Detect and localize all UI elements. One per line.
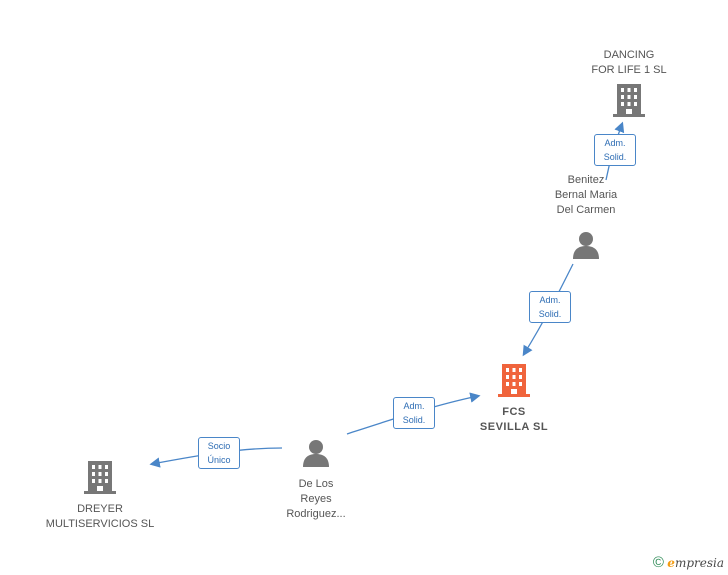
edge-label-benitez-dancing: Adm. Solid.	[594, 134, 636, 166]
edge-label-line2: Único	[207, 455, 231, 465]
edge-label-line1: Adm.	[539, 295, 561, 305]
edge-label-line1: Adm.	[604, 138, 626, 148]
building-icon	[613, 84, 645, 117]
empresia-watermark: © empresia	[653, 554, 724, 571]
company-name-line2: MULTISERVICIOS SL	[45, 518, 155, 530]
company-name-line1: DREYER	[77, 503, 123, 515]
person-name-line2: Bernal Maria	[554, 189, 618, 201]
node-fcs-sevilla[interactable]: FCS SEVILLA SL	[464, 362, 564, 435]
person-name-line1: De Los	[298, 478, 334, 490]
person-icon	[573, 232, 599, 259]
person-name-line3: Rodriguez...	[286, 508, 346, 520]
company-name-line1: FCS	[502, 406, 526, 418]
node-dancing-for-life[interactable]: DANCING FOR LIFE 1 SL	[569, 48, 689, 123]
company-name-line1: DANCING	[603, 49, 655, 61]
node-benitez-bernal[interactable]: Benitez Bernal Maria Del Carmen	[530, 173, 642, 265]
building-icon	[84, 461, 116, 494]
person-name-line3: Del Carmen	[556, 204, 616, 216]
edge-label-line2: Solid.	[603, 152, 627, 162]
person-icon	[303, 440, 329, 467]
node-dreyer[interactable]: DREYER MULTISERVICIOS SL	[40, 459, 160, 532]
edge-label-benitez-fcs: Adm. Solid.	[529, 291, 571, 323]
node-de-los-reyes[interactable]: De Los Reyes Rodriguez...	[266, 438, 366, 522]
person-name-line2: Reyes	[300, 493, 332, 505]
brand-logo-e: e	[667, 556, 675, 570]
building-icon	[498, 364, 530, 397]
person-name-line1: Benitez	[567, 174, 605, 186]
edge-label-line1: Adm.	[403, 401, 425, 411]
brand-logo-text: mpresia	[674, 556, 724, 570]
edge-label-line2: Solid.	[402, 415, 426, 425]
copyright-icon: ©	[652, 554, 664, 571]
edge-label-reyes-dreyer: Socio Único	[198, 437, 240, 469]
edge-label-line2: Solid.	[538, 309, 562, 319]
company-name-line2: SEVILLA SL	[479, 421, 549, 433]
edge-label-reyes-fcs: Adm. Solid.	[393, 397, 435, 429]
edge-label-line1: Socio	[207, 441, 231, 451]
company-name-line2: FOR LIFE 1 SL	[591, 64, 667, 76]
